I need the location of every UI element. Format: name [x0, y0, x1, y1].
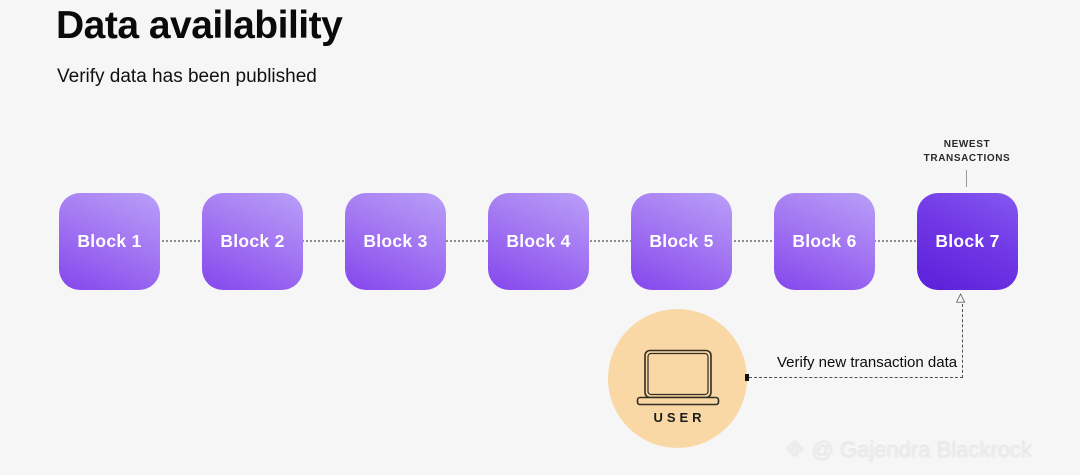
- verify-arrow-start-dot: [745, 374, 749, 381]
- user-label: USER: [653, 410, 706, 425]
- page-title: Data availability: [56, 4, 343, 47]
- block-1: Block 1: [59, 193, 160, 290]
- watermark-text: @ Gajendra Blackrock: [811, 436, 1032, 461]
- block-7-newest: Block 7: [917, 193, 1018, 290]
- binance-diamond-icon: ❖: [784, 435, 806, 462]
- verify-arrow-horizontal-dashed-line: [749, 377, 963, 378]
- block-5: Block 5: [631, 193, 732, 290]
- arrow-up-icon: △: [956, 290, 966, 304]
- newest-transactions-line2: TRANSACTIONS: [923, 153, 1011, 164]
- block-6: Block 6: [774, 193, 875, 290]
- laptop-icon: [636, 349, 720, 406]
- newest-annotation-pointer-line: [966, 170, 967, 187]
- newest-transactions-line1: NEWEST: [943, 139, 991, 150]
- block-4: Block 4: [488, 193, 589, 290]
- block-2: Block 2: [202, 193, 303, 290]
- user-circle: USER: [608, 309, 747, 448]
- verify-arrow-vertical-dashed-line: [962, 304, 963, 378]
- page-subtitle: Verify data has been published: [57, 66, 317, 87]
- newest-transactions-label: NEWEST TRANSACTIONS: [887, 138, 1047, 166]
- watermark: ❖ @ Gajendra Blackrock: [784, 436, 1032, 462]
- verify-arrow-label: Verify new transaction data: [777, 354, 958, 371]
- block-3: Block 3: [345, 193, 446, 290]
